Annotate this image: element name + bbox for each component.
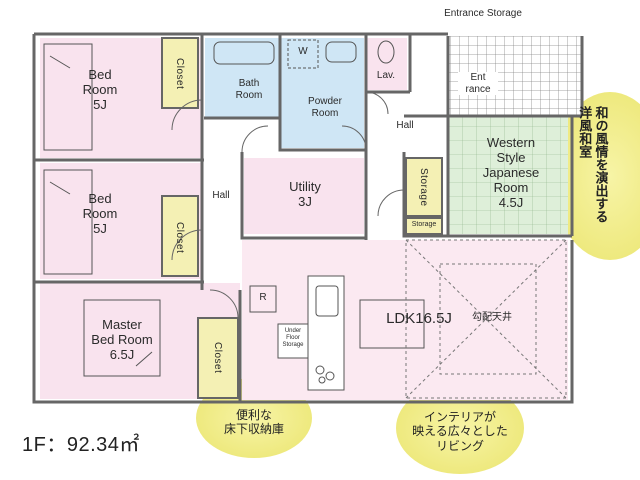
living-note-bubble: [396, 382, 524, 474]
floor-area-label: 1F：92.34㎡: [22, 434, 140, 456]
sink: [325, 41, 357, 63]
bathtub: [213, 41, 275, 65]
washer-label: W: [298, 46, 308, 57]
bed-2: [43, 169, 93, 275]
bath-room-label: Bath Room: [235, 78, 263, 101]
japanese-room-label: Western Style Japanese Room 4.5J: [482, 135, 540, 210]
closets: [161, 37, 443, 399]
under-floor-storage-label: Under Floor Storage: [282, 328, 304, 348]
vaulted-ceiling-outline: [405, 239, 567, 399]
washer-box: [287, 39, 319, 69]
closet-2: [161, 195, 199, 277]
master-bedroom-label: Master Bed Room 6.5J: [91, 317, 153, 362]
ldk-label: LDK16.5J: [386, 310, 452, 327]
closet-3-label: Closet: [212, 342, 223, 374]
japanese-room-note: 和の風情を演出する 洋風和室: [577, 106, 609, 223]
japanese-fill: [448, 116, 568, 234]
kitchen-counter: [307, 275, 345, 391]
storage-label: Storage: [418, 168, 429, 207]
utility-fill: [244, 158, 364, 234]
kitchen-sink: [315, 285, 339, 317]
living-note: インテリアが 映える広々とした リビング: [412, 410, 508, 453]
bed-3: [83, 299, 161, 377]
storage-box-1: [405, 157, 443, 217]
utility-label: Utility 3J: [289, 179, 321, 209]
refrigerator-label: R: [259, 292, 267, 303]
storage-small-label: Storage: [411, 221, 437, 228]
refrigerator-box: [249, 285, 277, 313]
toilet: [377, 40, 395, 64]
door-swings: [171, 91, 405, 319]
dining-table: [359, 299, 425, 349]
stove-burner: [315, 365, 325, 375]
bed-1: [43, 43, 93, 151]
furniture: [43, 39, 567, 399]
bedroom-1-label: Bed Room 5J: [82, 67, 118, 112]
closet-3: [197, 317, 239, 399]
entrance-storage-label: Entrance Storage: [444, 8, 522, 19]
lav-label: Lav.: [376, 70, 396, 81]
closet-1-label: Closet: [174, 58, 185, 90]
storage-box-2: [405, 217, 443, 235]
bedroom-2-label: Bed Room 5J: [82, 191, 118, 236]
vaulted-ceiling-label: 勾配天井: [472, 312, 512, 323]
under-floor-box: [277, 323, 309, 359]
ldk-fill: [242, 240, 568, 400]
walls: [32, 32, 584, 404]
hall-label-2: Hall: [212, 190, 230, 201]
bath-fill: [205, 38, 280, 118]
lav-fill: [367, 38, 407, 90]
hall-label-1: Hall: [396, 120, 414, 131]
japanese-room-note-bubble: [552, 92, 640, 260]
under-floor-note: 便利な 床下収納庫: [223, 408, 284, 437]
closet-2-label: Closet: [174, 222, 185, 254]
powder-fill: [280, 38, 364, 148]
powder-room-label: Powder Room: [308, 96, 342, 119]
closet-1: [161, 37, 199, 109]
entrance-label: Ent rance: [458, 72, 498, 95]
